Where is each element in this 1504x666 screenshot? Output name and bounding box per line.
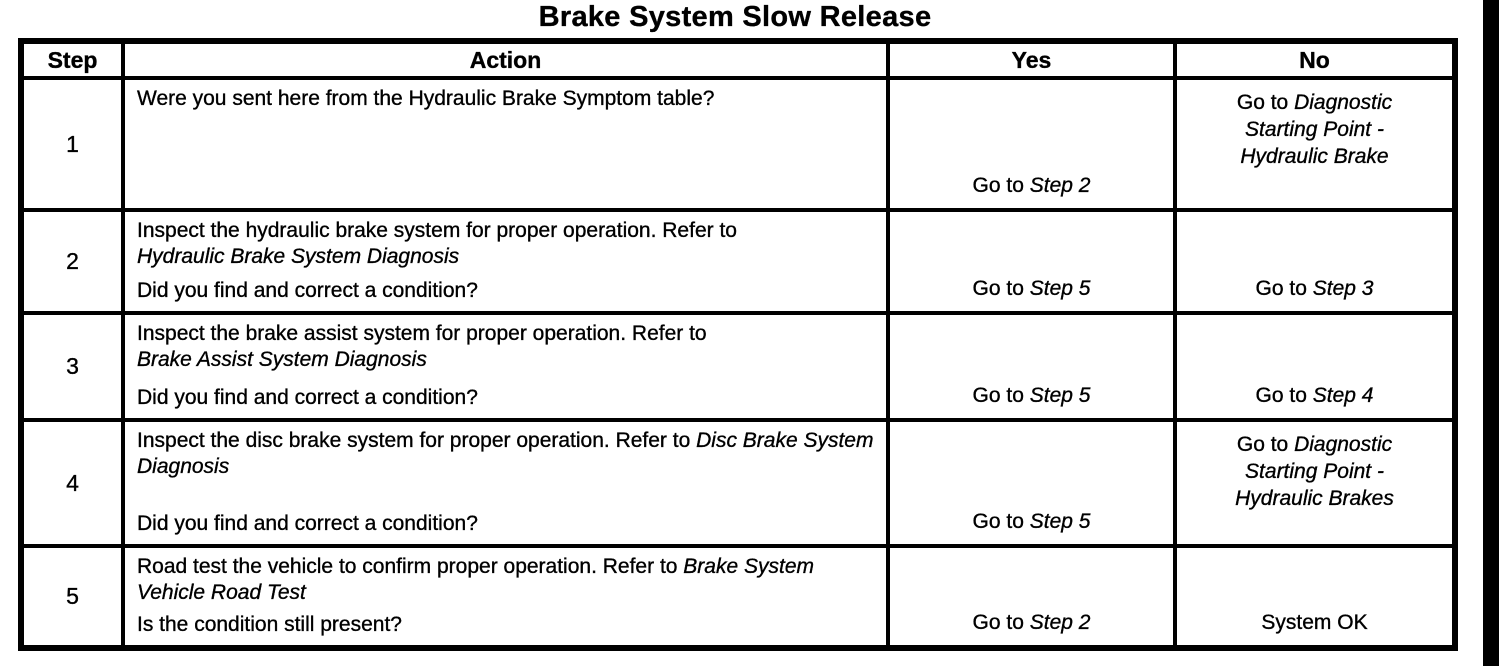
step-number: 4 (19, 418, 125, 548)
action-text: Inspect the hydraulic brake system for p… (137, 219, 737, 268)
step-number: 3 (19, 311, 125, 422)
table-row: 4 Inspect the disc brake system for prop… (19, 418, 1457, 548)
table-row: 2 Inspect the hydraulic brake system for… (19, 208, 1457, 315)
action-cell: Inspect the brake assist system for prop… (121, 311, 890, 422)
goto-reference: Step 5 (1029, 384, 1091, 407)
action-text: Road test the vehicle to confirm proper … (137, 555, 815, 604)
no-cell: System OK (1173, 544, 1457, 650)
table-row: 3 Inspect the brake assist system for pr… (19, 311, 1457, 422)
column-header-no: No (1173, 39, 1457, 80)
action-text: Were you sent here from the Hydraulic Br… (137, 87, 715, 110)
action-cell: Road test the vehicle to confirm proper … (121, 544, 890, 650)
goto-reference: Step 5 (1029, 277, 1091, 300)
goto-reference: Step 4 (1312, 384, 1374, 407)
yes-cell: Go to Step 2 (886, 544, 1177, 650)
action-text: Inspect the disc brake system for proper… (137, 429, 874, 478)
page-title: Brake System Slow Release (538, 1, 932, 33)
action-cell: Inspect the disc brake system for proper… (121, 418, 890, 548)
action-reference: Hydraulic Brake System Diagnosis (137, 245, 460, 268)
action-reference: Brake Assist System Diagnosis (137, 348, 427, 371)
step-number: 2 (19, 208, 125, 315)
goto-reference: Diagnostic Starting Point - Hydraulic Br… (1235, 433, 1394, 510)
step-number: 1 (19, 76, 125, 212)
yes-cell: Go to Step 2 (886, 76, 1177, 212)
table-row: 5 Road test the vehicle to confirm prope… (19, 544, 1457, 650)
action-reference: Brake System Vehicle Road Test (137, 555, 815, 604)
action-question: Is the condition still present? (137, 613, 402, 636)
goto-reference: Step 3 (1312, 277, 1374, 300)
no-cell: Go to Diagnostic Starting Point - Hydrau… (1173, 76, 1457, 212)
no-cell: Go to Step 4 (1173, 311, 1457, 422)
diagnostic-table: Step Action Yes No 1 Were you sent here … (18, 38, 1458, 651)
action-reference: Disc Brake System Diagnosis (137, 429, 874, 478)
action-text: Inspect the brake assist system for prop… (137, 322, 707, 371)
goto-reference: Step 2 (1029, 174, 1091, 197)
goto-reference: Step 2 (1029, 611, 1091, 634)
column-header-action: Action (121, 39, 890, 80)
header-row: Step Action Yes No (19, 39, 1457, 80)
yes-cell: Go to Step 5 (886, 311, 1177, 422)
column-header-yes: Yes (886, 39, 1177, 80)
step-number: 5 (19, 544, 125, 650)
yes-cell: Go to Step 5 (886, 418, 1177, 548)
action-cell: Were you sent here from the Hydraulic Br… (121, 76, 890, 212)
action-question: Did you find and correct a condition? (137, 279, 478, 302)
action-question: Did you find and correct a condition? (137, 512, 478, 535)
no-cell: Go to Step 3 (1173, 208, 1457, 315)
table-row: 1 Were you sent here from the Hydraulic … (19, 76, 1457, 212)
goto-reference: Diagnostic Starting Point - Hydraulic Br… (1240, 91, 1393, 168)
scan-artifact-bar (1483, 0, 1499, 666)
goto-reference: Step 5 (1029, 510, 1091, 533)
action-question: Did you find and correct a condition? (137, 386, 478, 409)
yes-cell: Go to Step 5 (886, 208, 1177, 315)
action-cell: Inspect the hydraulic brake system for p… (121, 208, 890, 315)
no-cell: Go to Diagnostic Starting Point - Hydrau… (1173, 418, 1457, 548)
column-header-step: Step (19, 39, 125, 80)
